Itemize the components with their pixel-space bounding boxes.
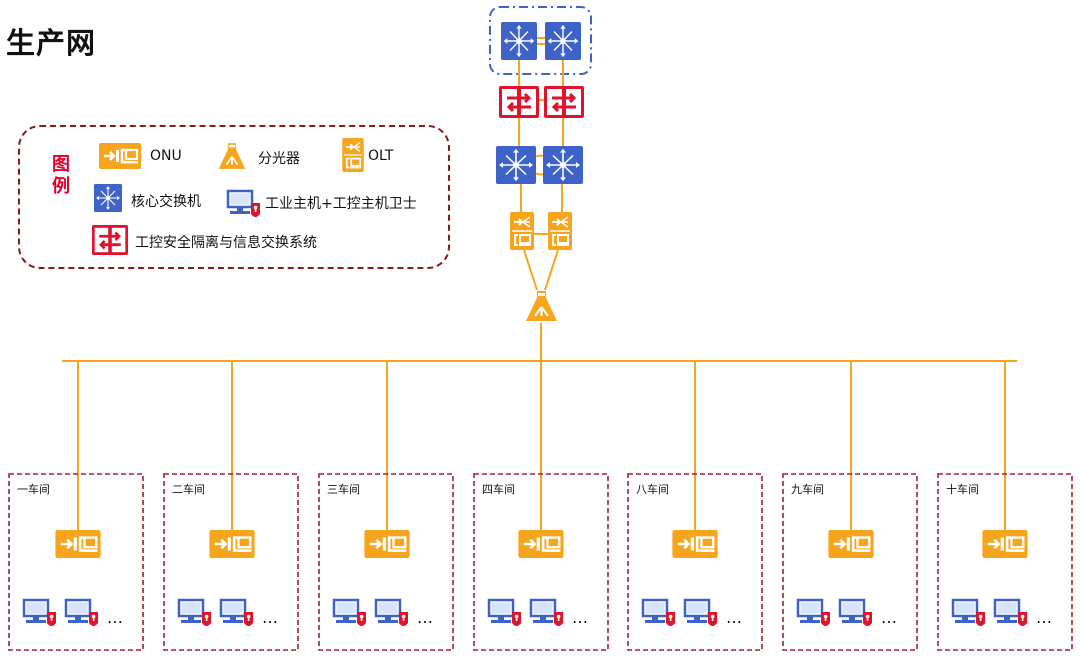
core-switch-icon	[496, 146, 536, 188]
onu-icon	[672, 530, 718, 562]
gap-icon	[544, 86, 584, 122]
host-icon	[683, 598, 717, 634]
host-icon	[374, 598, 408, 634]
host-icon	[838, 598, 872, 634]
host-icon	[64, 598, 98, 634]
workshop-label: 八车间	[636, 483, 669, 496]
legend-box	[18, 125, 450, 269]
workshop-label: 三车间	[327, 483, 360, 496]
legend-label-gap: 工控安全隔离与信息交换系统	[135, 235, 317, 251]
host-icon	[641, 598, 675, 634]
workshop-border	[937, 473, 1073, 651]
gap-icon	[92, 225, 128, 259]
workshop-border	[8, 473, 144, 651]
more-hosts-ellipsis: …	[417, 608, 433, 627]
legend-label-onu: ONU	[150, 148, 182, 164]
workshop-label: 一车间	[17, 483, 50, 496]
legend-label-host: 工业主机+工控主机卫士	[265, 196, 417, 212]
workshop-border	[163, 473, 299, 651]
more-hosts-ellipsis: …	[107, 608, 123, 627]
olt-icon	[510, 212, 534, 254]
page-title: 生产网	[6, 26, 97, 60]
host-icon	[177, 598, 211, 634]
olt-icon	[548, 212, 572, 254]
host-icon	[529, 598, 563, 634]
core-switch-icon	[543, 146, 583, 188]
workshop-border	[627, 473, 763, 651]
workshop-label: 四车间	[482, 483, 515, 496]
workshop-border	[318, 473, 454, 651]
workshop-boxes	[8, 473, 1073, 651]
splitter-icon	[524, 289, 559, 327]
core-switch-icon	[501, 22, 537, 64]
workshop-border	[473, 473, 609, 651]
host-icon	[219, 598, 253, 634]
workshop-label: 九车间	[791, 483, 824, 496]
more-hosts-ellipsis: …	[572, 608, 588, 627]
onu-icon	[55, 530, 101, 562]
host-icon	[993, 598, 1027, 634]
core-group-border	[489, 6, 592, 75]
drop-lines	[77, 361, 1006, 530]
onu-icon	[99, 143, 141, 173]
legend-label-olt: OLT	[368, 148, 394, 164]
host-icon	[487, 598, 521, 634]
legend-label-core-switch: 核心交换机	[131, 194, 201, 210]
link	[544, 249, 559, 291]
gap-icon	[499, 86, 539, 122]
host-icon	[951, 598, 985, 634]
core-switch-icon	[94, 184, 122, 216]
more-hosts-ellipsis: …	[262, 608, 278, 627]
legend-heading: 图例	[52, 154, 70, 197]
onu-icon	[364, 530, 410, 562]
onu-icon	[982, 530, 1028, 562]
legend-label-splitter: 分光器	[258, 151, 300, 167]
olt-icon	[342, 138, 364, 176]
link	[523, 249, 538, 291]
workshop-border	[782, 473, 918, 651]
more-hosts-ellipsis: …	[1036, 608, 1052, 627]
onu-icon	[209, 530, 255, 562]
host-icon	[226, 189, 260, 225]
workshop-label: 二车间	[172, 483, 205, 496]
more-hosts-ellipsis: …	[881, 608, 897, 627]
host-icon	[22, 598, 56, 634]
onu-icon	[828, 530, 874, 562]
host-icon	[796, 598, 830, 634]
workshop-label: 十车间	[946, 483, 979, 496]
host-icon	[332, 598, 366, 634]
more-hosts-ellipsis: …	[726, 608, 742, 627]
core-switch-icon	[545, 22, 581, 64]
splitter-icon	[217, 141, 247, 175]
onu-icon	[518, 530, 564, 562]
